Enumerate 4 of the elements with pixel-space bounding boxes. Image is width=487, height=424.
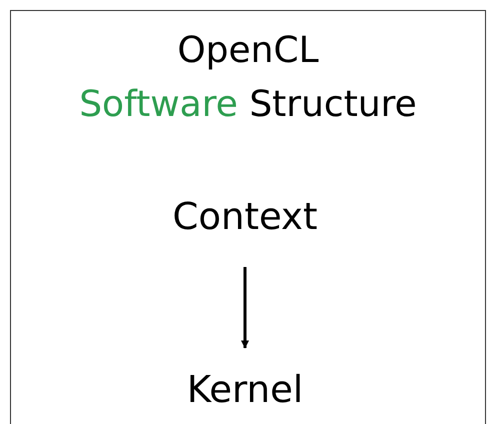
diagram-title: OpenCL Software Structure bbox=[78, 29, 418, 127]
node-label: Context bbox=[150, 193, 340, 241]
arrow bbox=[241, 267, 249, 348]
node-label: Kernel bbox=[150, 366, 340, 414]
